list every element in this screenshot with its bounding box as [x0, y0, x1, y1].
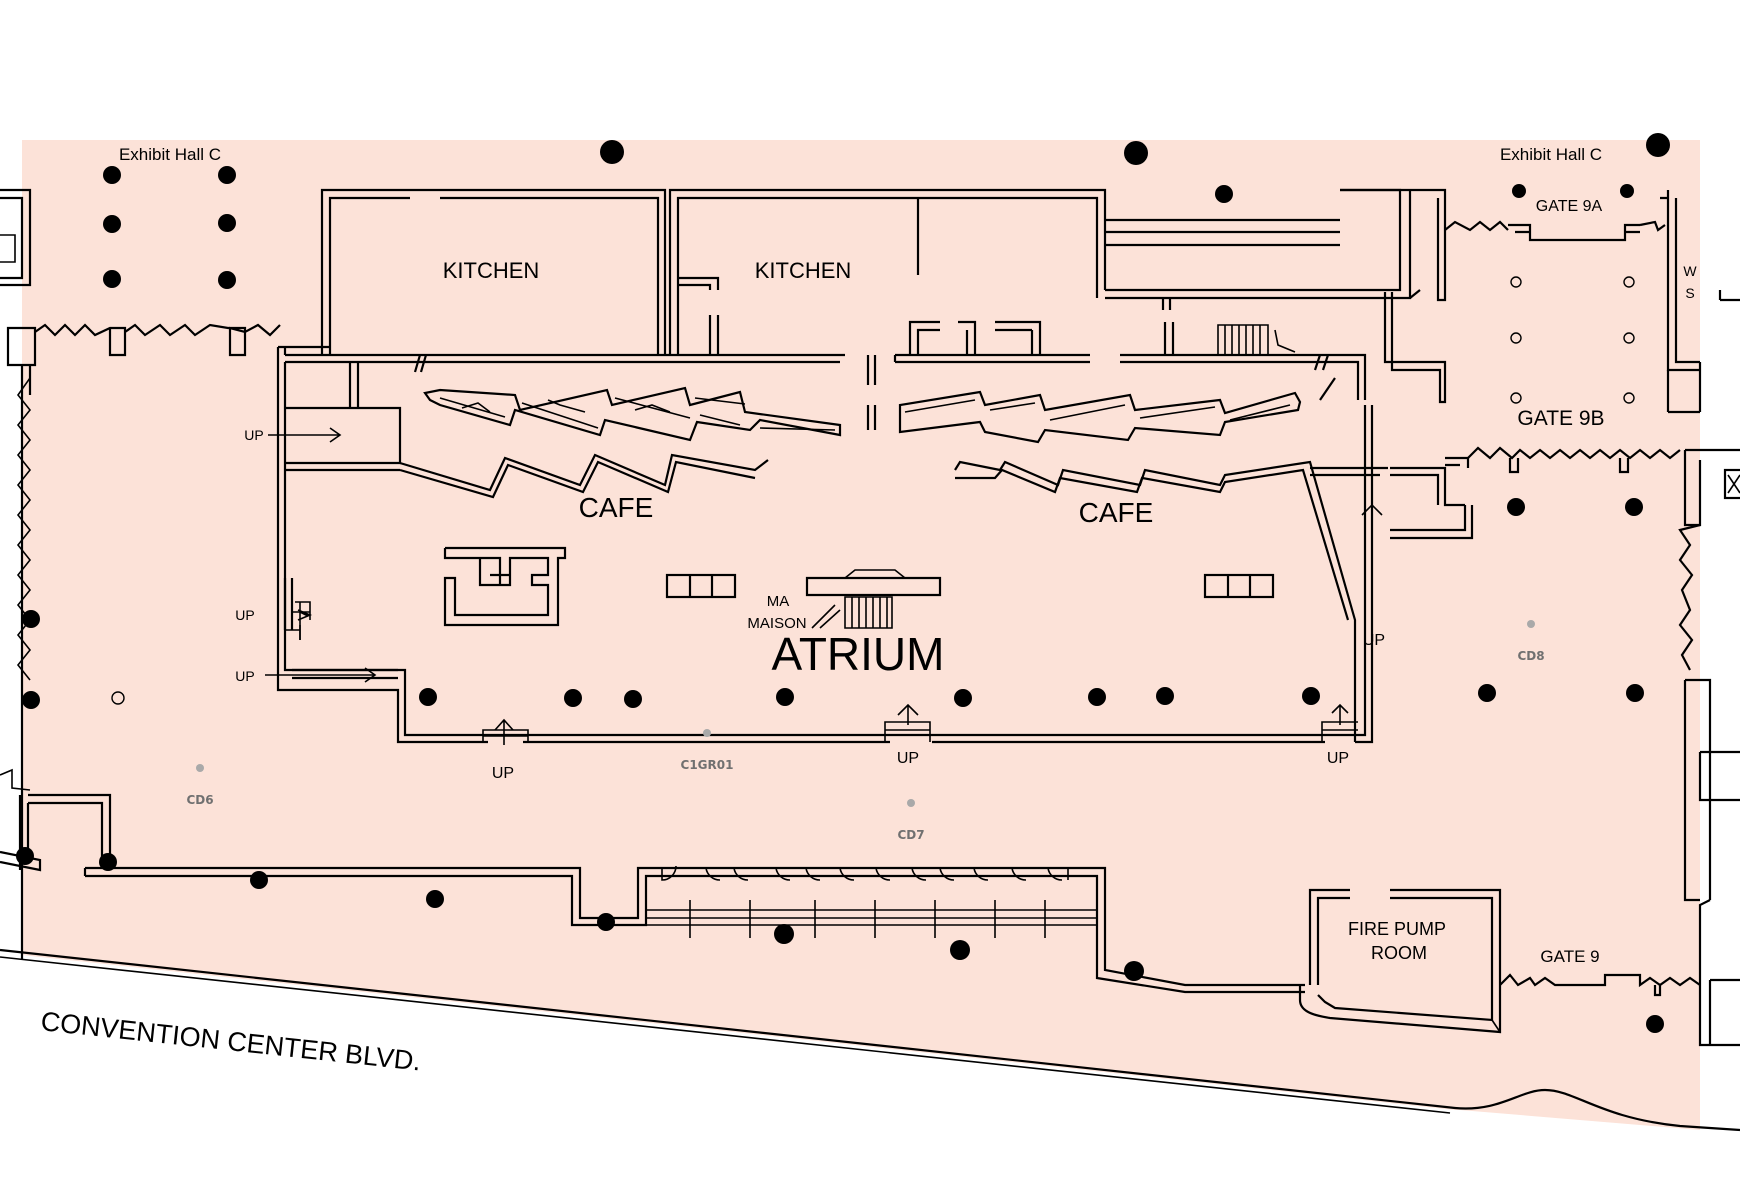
label-maison: MAISON: [747, 615, 806, 632]
east-corner-box: [1723, 468, 1740, 500]
label-kitchen-2: KITCHEN: [755, 258, 852, 283]
label-gate-9: GATE 9: [1540, 947, 1599, 966]
marker-label-c1gr01: C1GR01: [681, 758, 734, 772]
label-ma: MA: [767, 593, 790, 610]
street-curb-inner: [0, 956, 1451, 1114]
survey-markers: [196, 620, 1535, 807]
marker-label-cd6: CD6: [186, 793, 213, 807]
label-exhibit-hall-right: Exhibit Hall C: [1500, 145, 1602, 164]
label-kitchen-1: KITCHEN: [443, 258, 540, 283]
label-up-6: UP: [1327, 750, 1349, 767]
street-curb: [0, 948, 1740, 1132]
label-gate-9a: GATE 9A: [1536, 198, 1603, 215]
kitchen-block: [320, 188, 1447, 355]
label-up-5: UP: [897, 750, 919, 767]
label-ws-w: W: [1683, 263, 1697, 279]
marker-label-cd8: CD8: [1517, 649, 1544, 663]
atrium-fixtures: [443, 546, 1275, 629]
cafe-counter-right: [898, 390, 1302, 444]
label-up-7: UP: [1363, 632, 1385, 649]
label-up-1: UP: [244, 427, 263, 443]
floor-area: [22, 140, 1700, 1130]
south-walls: [0, 768, 1305, 994]
up-arrows: [265, 427, 1383, 745]
label-up-3: UP: [235, 668, 254, 684]
gate-area-columns: [111, 276, 1635, 705]
label-fire-pump: FIRE PUMP: [1348, 919, 1446, 939]
marker-label-cd7: CD7: [897, 828, 924, 842]
label-street: CONVENTION CENTER BLVD.: [39, 1006, 422, 1076]
east-walls: [1390, 190, 1740, 1047]
label-atrium: ATRIUM: [772, 628, 945, 680]
stair-top: [1217, 324, 1296, 356]
label-exhibit-hall-left: Exhibit Hall C: [119, 145, 221, 164]
atrium-walls: [276, 375, 1388, 744]
label-room: ROOM: [1371, 943, 1427, 963]
label-ws-s: S: [1685, 285, 1694, 301]
label-cafe-1: CAFE: [579, 492, 654, 523]
structural-columns: [16, 133, 1670, 1033]
label-up-4: UP: [492, 765, 514, 782]
label-cafe-2: CAFE: [1079, 497, 1154, 528]
label-gate-9b: GATE 9B: [1517, 407, 1604, 430]
fire-pump-room: [1298, 888, 1502, 1034]
label-up-2: UP: [235, 607, 254, 623]
cafe-counter-left: [423, 386, 842, 442]
corridor-walls: [276, 292, 1447, 430]
